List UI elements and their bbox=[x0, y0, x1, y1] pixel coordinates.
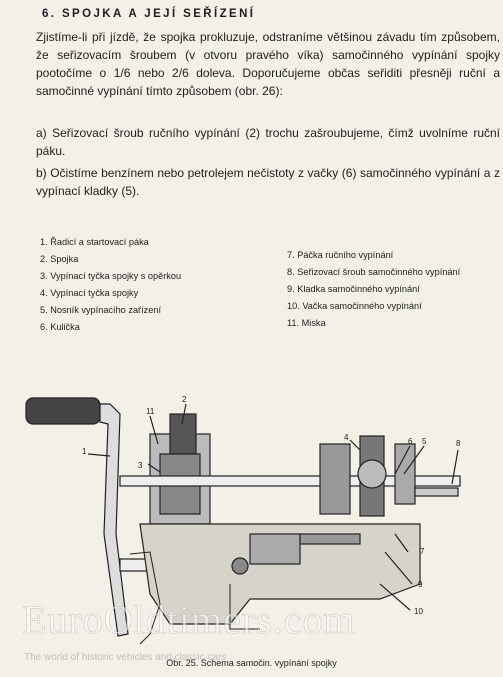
legend-item: 1. Řadicí a startovací páka bbox=[40, 237, 149, 247]
legend-item: 3. Vypínací tyčka spojky s opěrkou bbox=[40, 271, 182, 281]
legend-item: 2. Spojka bbox=[40, 254, 79, 264]
watermark-logo: EuroOldtimers.com bbox=[22, 597, 356, 643]
callout-3: 3 bbox=[138, 461, 143, 470]
legend-item: 11. Miska bbox=[287, 318, 326, 328]
legend-item: 9. Kladka samočinného vypínání bbox=[287, 284, 420, 294]
legend-item: 5. Nosník vypínacího zařízení bbox=[40, 305, 162, 315]
adjusting-screw bbox=[414, 487, 459, 497]
intro-paragraph: Zjistíme-li při jízdě, že spojka prokluz… bbox=[36, 30, 500, 98]
callout-10: 10 bbox=[414, 607, 423, 616]
callout-8: 8 bbox=[456, 439, 461, 448]
legend-item: 4. Vypínací tyčka spojky bbox=[40, 288, 139, 298]
section-heading: 6. SPOJKA A JEJÍ SEŘÍZENÍ bbox=[42, 8, 256, 20]
legend-item: 7. Páčka ručního vypínání bbox=[287, 250, 394, 260]
callout-labels: 1 2 3 4 5 6 7 8 9 10 11 bbox=[82, 395, 461, 616]
step-b-text: Očistíme benzínem nebo petrolejem nečist… bbox=[36, 166, 500, 198]
callout-11: 11 bbox=[146, 407, 155, 416]
legend-item: 6. Kulička bbox=[40, 322, 80, 332]
callout-1: 1 bbox=[82, 447, 87, 456]
crank-lever bbox=[99, 403, 129, 637]
figure-caption: Obr. 25. Schema samočin. vypínání spojky bbox=[166, 658, 337, 668]
legend-item: 10. Vačka samočinného vypínání bbox=[287, 301, 422, 311]
callout-5: 5 bbox=[422, 437, 427, 446]
gearbox-body bbox=[139, 523, 421, 625]
step-b: b) Očistíme benzínem nebo petrolejem neč… bbox=[36, 164, 500, 200]
callout-4: 4 bbox=[344, 433, 349, 442]
callout-9: 9 bbox=[418, 580, 423, 589]
release-mechanism bbox=[319, 443, 351, 515]
step-a-text: Seřizovací šroub ručního vypínání (2) tr… bbox=[36, 126, 500, 158]
callout-6: 6 bbox=[408, 437, 413, 446]
callout-7: 7 bbox=[420, 547, 425, 556]
legend-item: 8. Seřizovací šroub samočinného vypínání bbox=[287, 267, 461, 277]
step-a-marker: a) bbox=[36, 126, 47, 140]
crank-grip bbox=[25, 397, 101, 425]
clutch-schematic-figure: 1 2 3 4 5 6 7 8 9 10 11 bbox=[25, 395, 461, 645]
callout-2: 2 bbox=[182, 395, 187, 404]
watermark-tagline: The world of historic vehicles and class… bbox=[24, 652, 227, 663]
step-a: a) Seřizovací šroub ručního vypínání (2)… bbox=[36, 124, 500, 160]
main-shaft bbox=[119, 475, 461, 487]
step-b-marker: b) bbox=[36, 166, 47, 180]
